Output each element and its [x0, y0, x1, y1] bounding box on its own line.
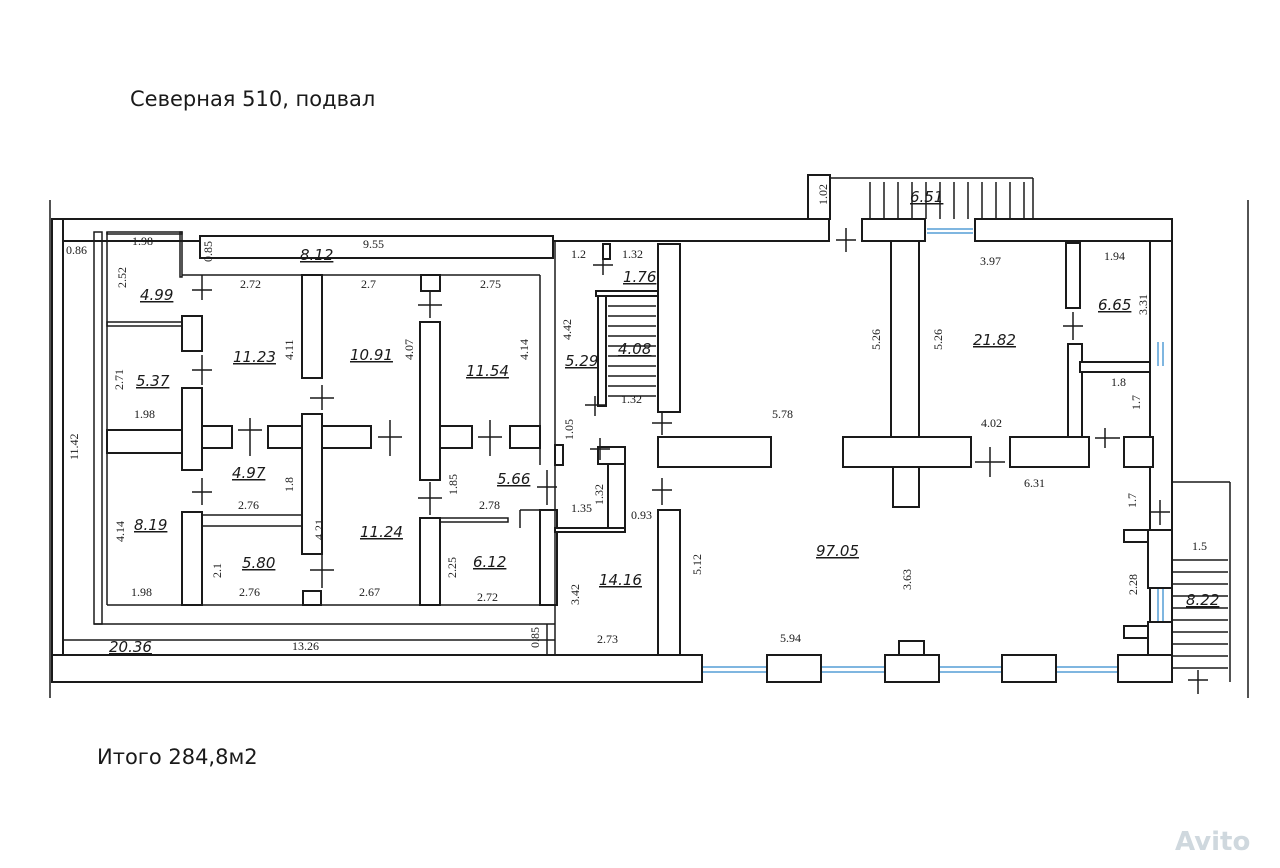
door-markers [192, 228, 1208, 694]
room-area-label: 4.97 [232, 464, 266, 482]
dimension-label: 1.98 [134, 407, 155, 421]
dimension-label: 1.32 [622, 247, 643, 261]
dimension-label: 0.85 [201, 241, 215, 262]
dimension-label: 2.76 [238, 498, 259, 512]
room-area-label: 11.54 [466, 362, 509, 380]
room-area-label: 5.80 [242, 554, 275, 572]
windows [703, 228, 1164, 673]
dimension-label: 11.42 [67, 433, 81, 460]
room-area-label: 97.05 [816, 542, 859, 560]
dimension-label: 1.85 [446, 474, 460, 495]
room-area-label: 8.12 [300, 246, 333, 264]
dimension-label: 1.7 [1129, 395, 1143, 410]
dimension-label: 2.1 [210, 563, 224, 578]
dimension-label: 1.8 [282, 477, 296, 492]
dimension-label: 1.98 [132, 234, 153, 248]
stair-interior [608, 305, 656, 397]
room-area-label: 5.66 [497, 470, 530, 488]
dimension-label: 6.31 [1024, 476, 1045, 490]
outer-walls [51, 218, 1173, 683]
dimension-label: 1.35 [571, 501, 592, 515]
dimension-label: 2.67 [359, 585, 380, 599]
room-area-label: 6.65 [1098, 296, 1131, 314]
dimension-label: 2.73 [597, 632, 618, 646]
dimension-label: 2.25 [445, 557, 459, 578]
dimension-label: 0.93 [631, 508, 652, 522]
dimension-label: 5.26 [931, 329, 945, 350]
dimension-label: 9.55 [363, 237, 384, 251]
dimension-label: 1.32 [592, 484, 606, 505]
left-block-walls [63, 231, 558, 655]
total-area: Итого 284,8м2 [97, 745, 258, 769]
dimension-label: 4.14 [517, 339, 531, 360]
dimension-label: 2.75 [480, 277, 501, 291]
dimension-label: 4.07 [402, 339, 416, 360]
dimension-label: 3.97 [980, 254, 1001, 268]
dimension-labels: 1.02 1.98 0.85 9.55 1.2 1.32 3.97 1.94 0.86 2.52 2… [66, 184, 1207, 653]
dimension-label: 1.05 [562, 419, 576, 440]
dimension-label: 1.7 [1125, 493, 1139, 508]
dimension-label: 4.02 [981, 416, 1002, 430]
dimension-label: 2.71 [112, 369, 126, 390]
room-area-label: 5.37 [136, 372, 170, 390]
dimension-label: 3.42 [568, 584, 582, 605]
dimension-label: 4.14 [113, 521, 127, 542]
room-area-label: 4.08 [618, 340, 651, 358]
dimension-label: 2.78 [479, 498, 500, 512]
dimension-label: 0.86 [66, 243, 87, 257]
dimension-label: 2.76 [239, 585, 260, 599]
dimension-label: 2.72 [240, 277, 261, 291]
dimension-label: 1.5 [1192, 539, 1207, 553]
room-area-label: 8.19 [134, 516, 167, 534]
dimension-label: 1.94 [1104, 249, 1125, 263]
dimension-label: 4.42 [560, 319, 574, 340]
stair-right-entrance [1123, 481, 1231, 682]
dimension-label: 13.26 [292, 639, 319, 653]
room-area-label: 11.24 [360, 523, 403, 541]
area-labels: 6.51 8.12 4.99 11.23 10.91 11.54 5.37 5.29 4.08 1… [109, 188, 1219, 656]
room-area-label: 1.76 [623, 268, 656, 286]
dimension-label: 5.26 [869, 329, 883, 350]
middle-block-walls [554, 240, 1154, 656]
room-area-label: 20.36 [109, 638, 152, 656]
dimension-label: 2.7 [361, 277, 376, 291]
room-area-label: 5.29 [565, 352, 598, 370]
room-area-label: 10.91 [350, 346, 393, 364]
room-area-label: 6.12 [473, 553, 506, 571]
dimension-label: 1.8 [1111, 375, 1126, 389]
dimension-label: 2.28 [1126, 574, 1140, 595]
plan-title: Северная 510, подвал [130, 87, 375, 111]
avito-watermark: Avito [1175, 827, 1250, 857]
dimension-label: 4.11 [282, 339, 296, 360]
dimension-label: 0.85 [528, 627, 542, 648]
room-area-label: 14.16 [599, 571, 642, 589]
dimension-label: 5.12 [690, 554, 704, 575]
room-area-label: 11.23 [233, 348, 276, 366]
dimension-label: 3.31 [1136, 294, 1150, 315]
room-area-label: 21.82 [973, 331, 1016, 349]
dimension-label: 5.94 [780, 631, 801, 645]
dimension-label: 1.2 [571, 247, 586, 261]
dimension-label: 1.98 [131, 585, 152, 599]
dimension-label: 5.78 [772, 407, 793, 421]
dimension-label: 2.52 [115, 267, 129, 288]
dimension-label: 2.72 [477, 590, 498, 604]
room-area-label: 6.51 [910, 188, 943, 206]
room-area-label: 4.99 [140, 286, 173, 304]
dimension-label: 3.63 [900, 569, 914, 590]
room-area-label: 8.22 [1186, 591, 1219, 609]
dimension-label: 4.21 [312, 519, 326, 540]
stair-top-entrance [807, 174, 1034, 220]
dimension-label: 1.32 [621, 392, 642, 406]
dimension-label: 1.02 [816, 184, 830, 205]
